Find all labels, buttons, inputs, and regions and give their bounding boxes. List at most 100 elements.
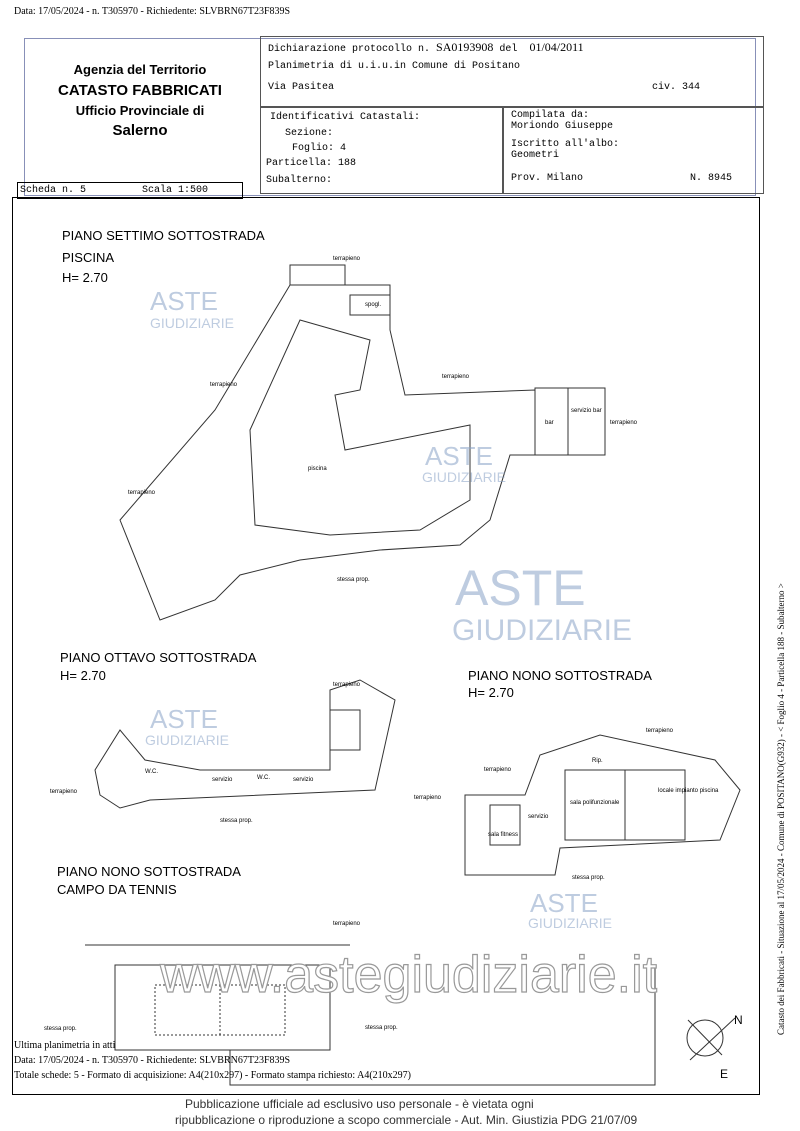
publication-notice-1: Pubblicazione ufficiale ad esclusivo uso… xyxy=(185,1097,534,1111)
label: stessa prop. xyxy=(365,1025,398,1031)
watermark-giudiziarie-4: GIUDIZIARIE xyxy=(145,732,229,748)
plan-line xyxy=(624,769,686,841)
scheda-box xyxy=(17,182,243,199)
label: terrapieno xyxy=(210,382,238,388)
plan-line xyxy=(534,387,606,456)
albo-label: Iscritto all'albo: xyxy=(511,139,620,150)
request-line: Data: 17/05/2024 - n. T305970 - Richiede… xyxy=(14,6,291,17)
ultima-planimetria: Ultima planimetria in atti xyxy=(14,1040,116,1051)
label: terrapieno xyxy=(646,728,674,734)
plan-h-ottavo: H= 2.70 xyxy=(60,668,106,683)
sezione: Sezione: xyxy=(285,128,334,139)
city: Salerno xyxy=(112,122,168,139)
plan-title-nono: PIANO NONO SOTTOSTRADA xyxy=(468,668,652,683)
plan-tennis-outline xyxy=(85,944,656,1086)
ufficio: Ufficio Provinciale di xyxy=(75,103,205,118)
plan-sub-tennis: CAMPO DA TENNIS xyxy=(57,882,177,897)
declaration-box xyxy=(260,36,764,108)
label: terrapieno xyxy=(610,420,638,426)
plan-line xyxy=(349,294,391,316)
plan-line xyxy=(289,264,346,286)
plan-line xyxy=(329,709,361,751)
identifiers-title: Identificativi Catastali: xyxy=(270,112,421,123)
label: locale impianto piscina xyxy=(658,788,719,794)
label: servizio xyxy=(528,814,549,820)
compass-icon xyxy=(686,1019,724,1057)
footer-totale: Totale schede: 5 - Formato di acquisizio… xyxy=(14,1070,411,1081)
label: W.C. xyxy=(257,775,270,781)
label: terrapieno xyxy=(128,490,156,496)
registration-number: N. 8945 xyxy=(690,173,733,184)
label: sala fitness xyxy=(488,832,518,838)
foglio: Foglio: 4 xyxy=(292,143,347,154)
watermark-giudiziarie: GIUDIZIARIE xyxy=(150,315,234,331)
label: stessa prop. xyxy=(44,1026,77,1032)
label: terrapieno xyxy=(442,374,470,380)
watermark-giudiziarie-3: GIUDIZIARIE xyxy=(452,614,632,647)
east-label: E xyxy=(720,1067,728,1081)
civic-number: civ. 344 xyxy=(652,82,701,93)
plan-nono-outline xyxy=(464,734,741,876)
label: stessa prop. xyxy=(337,577,370,583)
label: Rip. xyxy=(592,758,603,764)
side-text: Catasto dei Fabbricati - Situazione al 1… xyxy=(776,583,786,1035)
label: spogl. xyxy=(365,302,381,308)
plan-line xyxy=(489,804,521,846)
watermark-giudiziarie-2: GIUDIZIARIE xyxy=(422,469,506,485)
catasto-title: CATASTO FABBRICATI xyxy=(58,82,222,99)
watermark-giudiziarie-5: GIUDIZIARIE xyxy=(528,915,612,931)
label: servizio xyxy=(293,777,314,783)
label: terrapieno xyxy=(333,682,361,688)
publication-notice-2: ripubblicazione o riproduzione a scopo c… xyxy=(175,1113,638,1127)
watermark-aste-5: ASTE xyxy=(530,888,598,918)
plan-line xyxy=(689,1017,736,1061)
label: servizio xyxy=(212,777,233,783)
label: terrapieno xyxy=(414,795,442,801)
watermark-url: www.astegiudiziarie.it xyxy=(159,946,658,1004)
compiler-label: Compilata da: xyxy=(511,110,590,121)
subalterno: Subalterno: xyxy=(266,175,333,186)
label: bar xyxy=(545,420,554,426)
watermarks: ASTE GIUDIZIARIE ASTE GIUDIZIARIE ASTE G… xyxy=(145,286,658,1005)
label: piscina xyxy=(308,466,327,472)
plan-line: PIANO SETTIMO SOTTOSTRADA PISCINA H= 2.7… xyxy=(44,228,743,1081)
protocol-number: SA0193908 xyxy=(436,40,494,54)
plan-ottavo-outline xyxy=(94,679,396,809)
pool-outline xyxy=(249,319,471,536)
address: Via Pasitea xyxy=(268,82,335,93)
agency: Agenzia del Territorio xyxy=(73,62,207,77)
watermark-aste-4: ASTE xyxy=(150,704,218,734)
compiler-box xyxy=(502,106,764,194)
scheda: Scheda n. 5 xyxy=(20,185,87,196)
declaration-line: Dichiarazione protocollo n. SA0193908 de… xyxy=(268,40,584,55)
label: W.C. xyxy=(145,769,158,775)
plan-h-nono: H= 2.70 xyxy=(468,685,514,700)
header-frame xyxy=(24,38,756,196)
label: stessa prop. xyxy=(220,818,253,824)
drawing-frame xyxy=(12,197,760,1095)
particella: Particella: 188 xyxy=(266,158,357,169)
declaration-date: 01/04/2011 xyxy=(529,40,584,54)
plan-settimo-outline xyxy=(119,284,536,621)
identifiers-box xyxy=(260,106,504,194)
label: sala polifunzionale xyxy=(570,800,620,806)
label: terrapieno xyxy=(333,256,361,262)
watermark-aste-2: ASTE xyxy=(425,441,493,471)
watermark-aste-3: ASTE xyxy=(455,560,586,616)
scale: Scala 1:500 xyxy=(142,185,209,196)
plan-title-ottavo: PIANO OTTAVO SOTTOSTRADA xyxy=(60,650,257,665)
planimetria: Planimetria di u.i.u.in Comune di Posita… xyxy=(268,61,521,72)
albo: Geometri xyxy=(511,150,560,161)
province: Prov. Milano xyxy=(511,173,584,184)
plan-h-settimo: H= 2.70 xyxy=(62,270,108,285)
plan-line xyxy=(85,264,741,1086)
footer-data: Data: 17/05/2024 - n. T305970 - Richiede… xyxy=(14,1055,291,1066)
label: terrapieno xyxy=(333,921,361,927)
label: terrapieno xyxy=(50,789,78,795)
watermark-aste: ASTE xyxy=(150,286,218,316)
declaration-label: Dichiarazione protocollo n. xyxy=(268,44,431,55)
del-label: del xyxy=(499,44,518,55)
plan-title-tennis: PIANO NONO SOTTOSTRADA xyxy=(57,864,241,879)
